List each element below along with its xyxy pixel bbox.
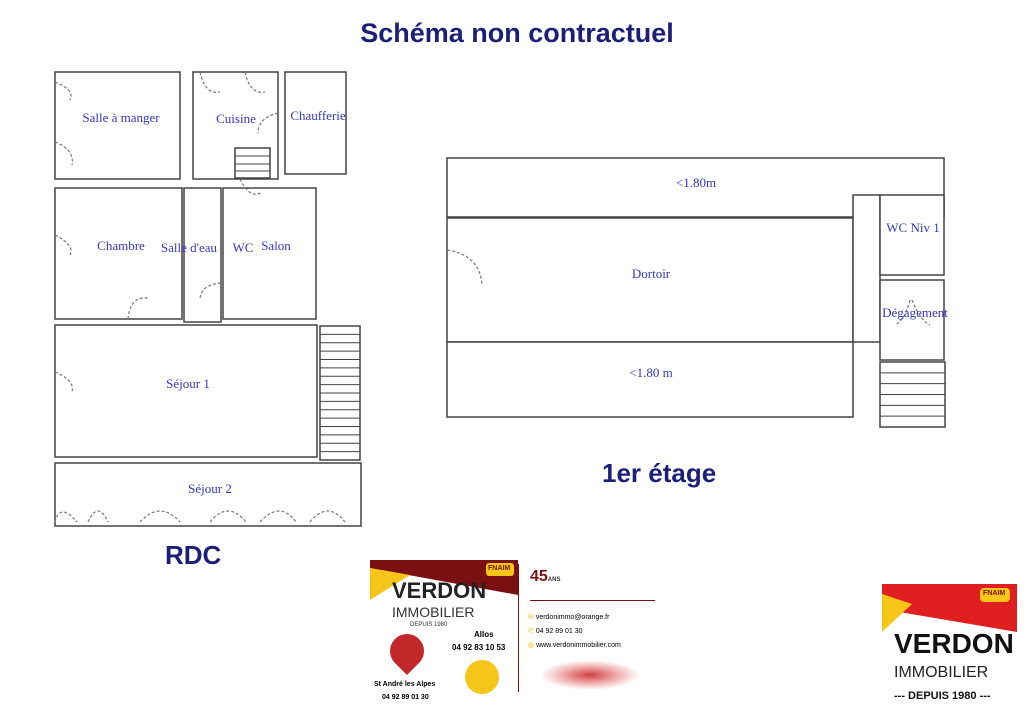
etage-plan: <1.80m Dortoir <1.80 m WC Niv 1 Dégageme… [446,157,948,428]
label-salle-eau: Salle d'eau [161,240,218,255]
room-chambre [54,187,183,320]
card-sub: IMMOBILIER [392,604,475,620]
label-degagement: Dégagement [882,305,948,320]
card-badge: FNAIM [488,565,511,572]
stairs-etage [879,361,946,428]
globe-icon: ◍ [528,642,537,649]
label-dortoir: Dortoir [632,266,671,281]
logo-brand: VERDON [894,628,1014,659]
room-dortoir [446,217,854,343]
page-title: Schéma non contractuel [360,18,674,48]
room-salle-a-manger [54,71,181,180]
card-phone1: 04 92 83 10 53 [452,643,506,652]
card-photo-circle [465,660,499,694]
card-email: ✉ verdonimmo@orange.fr [528,614,609,622]
card-brand: VERDON [392,578,487,603]
stairs-cuisine [234,147,271,179]
label-bottom-180: <1.80 m [629,365,672,380]
label-cuisine: Cuisine [216,111,256,126]
card-divider [518,564,519,692]
card-rule [530,600,655,601]
label-salon: Salon [261,238,291,253]
label-chambre: Chambre [97,238,145,253]
label-sejour1: Séjour 1 [166,376,210,391]
label-sejour2: Séjour 2 [188,481,232,496]
card-town2: St André les Alpes [374,681,436,688]
corridor [852,194,881,343]
label-top-180: <1.80m [676,175,716,190]
phone-icon: ✆ [528,628,536,635]
room-bottom-180 [446,341,854,418]
card-phone-text: 04 92 89 01 30 [535,628,583,635]
card-email-text: verdonimmo@orange.fr [535,614,610,621]
room-chaufferie [284,71,347,175]
card-dots [540,660,640,690]
anniversary-unit: ANS [547,577,561,583]
rdc-plan: Salle à manger Cuisine Chaufferie Chambr… [54,71,362,527]
logo-badge: FNAIM [983,590,1006,597]
label-wc: WC [233,240,254,255]
label-wc-niv1: WC Niv 1 [886,220,939,235]
room-sejour1 [54,324,318,458]
card-phone: ✆ 04 92 89 01 30 [528,628,583,636]
card-since: DEPUIS 1980 [410,622,448,628]
rdc-label: RDC [165,540,222,570]
card-town1: Allos [474,630,494,639]
room-wc-niv1 [879,194,945,276]
room-degagement [879,279,945,361]
anniversary-number: 45 [530,568,548,585]
room-salon [222,187,317,320]
logo-sub: IMMOBILIER [894,664,989,681]
room-salle-eau [183,187,222,323]
label-chaufferie: Chaufferie [290,108,346,123]
etage-label: 1er étage [602,458,717,488]
card-banner [370,560,518,600]
verdon-logo: FNAIM VERDON IMMOBILIER --- DEPUIS 1980 … [882,584,1018,714]
business-card: FNAIM VERDON IMMOBILIER DEPUIS 1980 Allo… [370,560,660,701]
logo-since: --- DEPUIS 1980 --- [894,690,991,702]
mail-icon: ✉ [528,614,536,621]
card-web: ◍ www.verdonimmobilier.com [528,642,621,650]
card-photo-pin [382,626,432,676]
card-phone2: 04 92 89 01 30 [382,694,429,701]
logo-banner [882,584,1017,632]
stairs-rdc [319,325,361,461]
room-sejour2 [54,462,362,527]
card-anniversary: 45ANS [530,568,560,586]
card-web-text: www.verdonimmobilier.com [536,642,621,649]
label-salle-a-manger: Salle à manger [82,110,160,125]
